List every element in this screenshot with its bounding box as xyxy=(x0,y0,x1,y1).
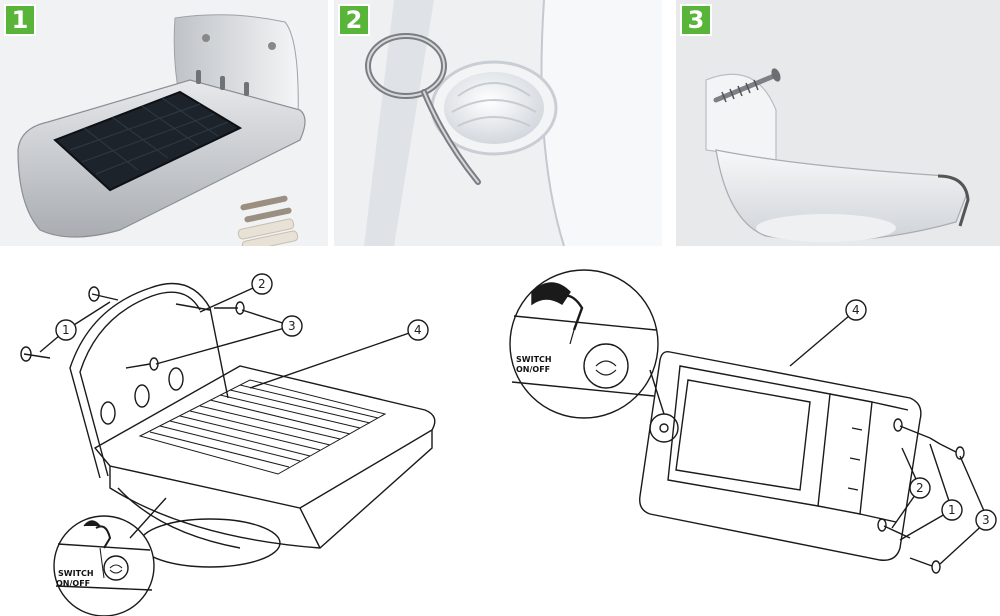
step-2-photo: 2 xyxy=(334,0,662,246)
solar-panel-icon xyxy=(53,90,243,192)
callout-number: 4 xyxy=(852,303,860,317)
screws-icon xyxy=(20,286,245,371)
switch-detail-inset: SWITCH ON/OFF xyxy=(53,497,167,616)
callout-number: 4 xyxy=(414,323,422,337)
solar-panel-icon xyxy=(138,379,387,475)
callout-number: 2 xyxy=(916,481,924,495)
switch-key-pin-icon xyxy=(365,33,481,185)
switch-label-line1: SWITCH xyxy=(58,569,94,578)
switch-label-line1: SWITCH xyxy=(516,355,552,364)
callout-3: 3 xyxy=(975,509,997,531)
callout-1: 1 xyxy=(941,499,963,521)
top-housing xyxy=(93,365,436,509)
step-number-badge: 1 xyxy=(4,4,36,36)
callout-2: 2 xyxy=(251,273,273,295)
screws-icon xyxy=(237,195,299,246)
pir-sensor-icon xyxy=(430,60,558,156)
installation-diagram-right: SWITCH ON/OFF 4 2 1 3 xyxy=(500,248,1000,616)
switch-label-line2: ON/OFF xyxy=(56,579,90,588)
step-number-badge: 2 xyxy=(338,4,370,36)
callout-number: 3 xyxy=(982,513,990,527)
installation-diagram-left: SWITCH ON/OFF 1 2 3 4 xyxy=(0,248,470,616)
lamp-housing xyxy=(639,350,922,561)
callout-number: 1 xyxy=(62,323,70,337)
callout-number: 1 xyxy=(948,503,956,517)
callout-4: 4 xyxy=(407,319,429,341)
callout-number: 2 xyxy=(258,277,266,291)
back-plate xyxy=(69,282,229,479)
switch-label-line2: ON/OFF xyxy=(516,365,550,374)
step-number-badge: 3 xyxy=(680,4,712,36)
screw-icon xyxy=(713,68,781,103)
callout-3: 3 xyxy=(281,315,303,337)
callout-4: 4 xyxy=(845,299,867,321)
callout-2: 2 xyxy=(909,477,931,499)
switch-detail-inset: SWITCH ON/OFF xyxy=(509,269,665,419)
callout-number: 3 xyxy=(288,319,296,333)
callout-1: 1 xyxy=(55,319,77,341)
step-1-photo: 1 xyxy=(0,0,328,246)
step-3-photo: 3 xyxy=(676,0,1000,246)
